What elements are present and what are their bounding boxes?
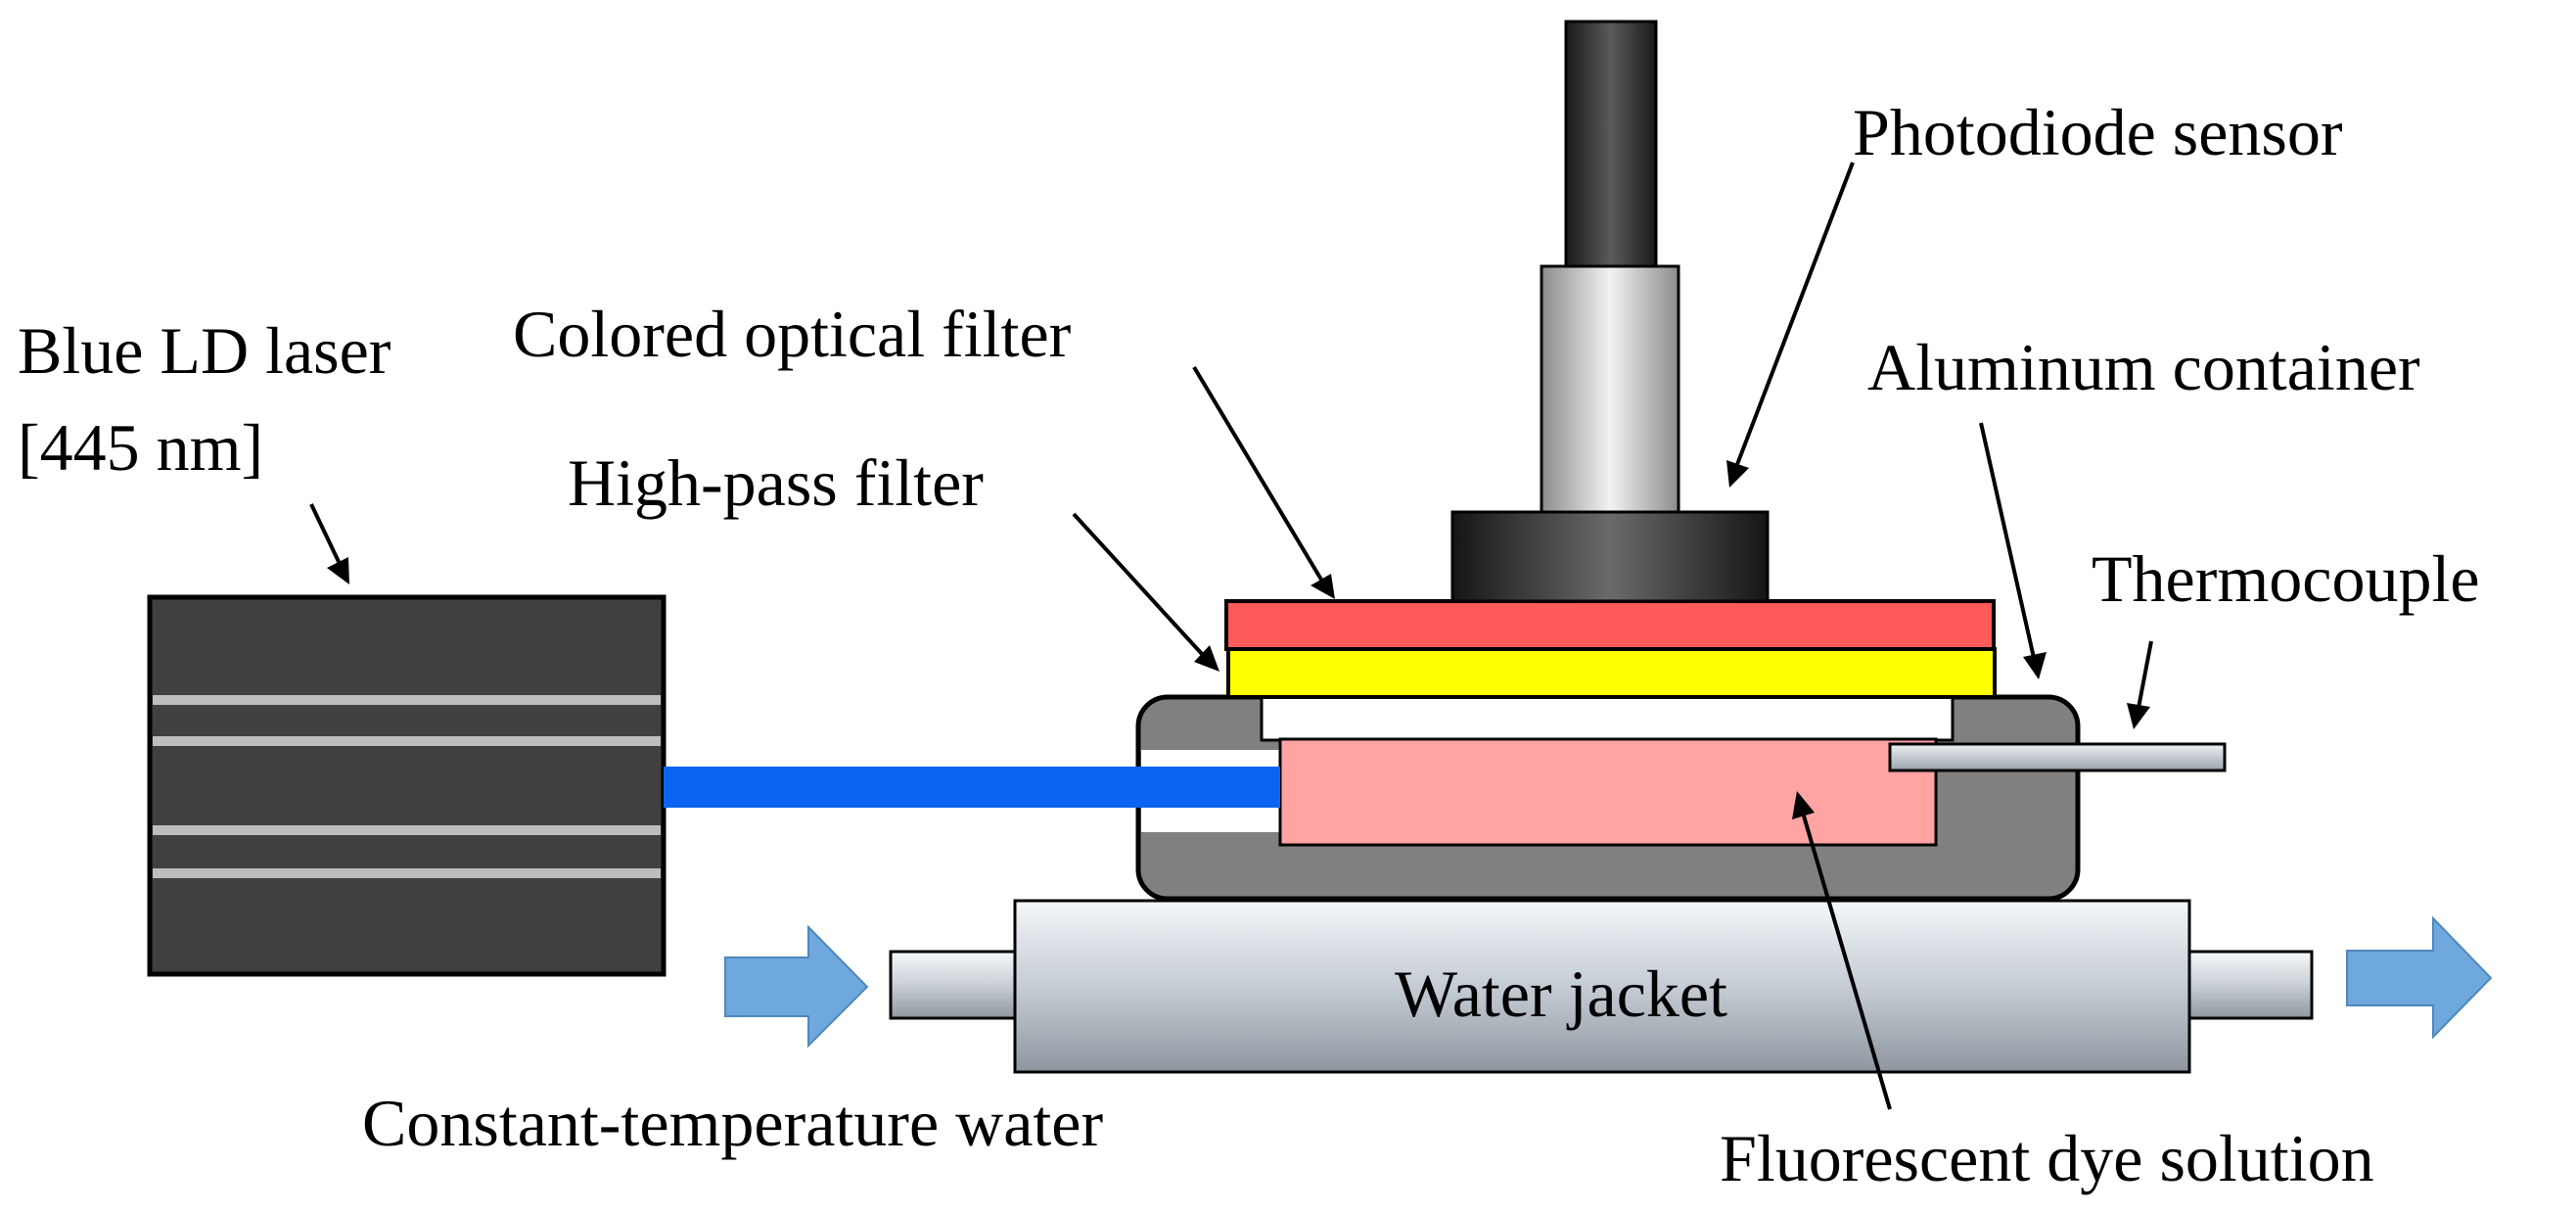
photodiode-sensor <box>1450 20 1770 603</box>
dye-solution-arrowhead <box>1792 791 1815 819</box>
laser-stripe <box>153 736 661 746</box>
container-inner-gap <box>1260 695 1955 742</box>
photodiode-sensor-label: Photodiode sensor <box>1853 95 2343 169</box>
thermocouple-leader <box>2137 640 2153 709</box>
high-pass-filter-label: High-pass filter <box>568 445 984 520</box>
colored-filter-leader <box>1192 365 1323 582</box>
laser-body <box>147 594 667 977</box>
photodiode-leader <box>1734 162 1855 468</box>
colored-optical-filter-label: Colored optical filter <box>513 297 1072 371</box>
inlet-pipe <box>889 950 1020 1020</box>
laser-label-line1: Blue LD laser <box>18 313 391 388</box>
laser-arrowhead <box>327 557 349 584</box>
laser-stripe <box>153 825 661 835</box>
water-jacket-label: Water jacket <box>1395 956 1727 1031</box>
fluorescent-dye-solution-label: Fluorescent dye solution <box>1720 1121 2374 1195</box>
sensor-base <box>1450 510 1770 603</box>
aluminum-container-arrowhead <box>2023 652 2047 679</box>
inlet-flow-arrow <box>724 924 869 1049</box>
laser-beam <box>664 767 1280 808</box>
laser-stripe <box>153 695 661 705</box>
sensor-mid-tube <box>1540 264 1680 514</box>
colored-optical-filter <box>1224 599 1996 651</box>
laser-unit <box>147 594 667 977</box>
dye-solution-leader <box>1801 812 1892 1110</box>
high-pass-filter <box>1226 647 1997 699</box>
high-pass-filter-leader <box>1072 512 1204 656</box>
outlet-pipe <box>2186 950 2314 1020</box>
outlet-flow-arrow <box>2346 915 2493 1040</box>
colored-filter-arrowhead <box>1311 574 1335 599</box>
laser-stripe <box>153 868 661 878</box>
laser-label-line2: [445 nm] <box>18 410 263 485</box>
constant-temperature-water-label: Constant-temperature water <box>362 1086 1103 1160</box>
fluorescent-dye-solution <box>1278 737 1938 847</box>
aluminum-container-leader <box>1979 422 2036 659</box>
thermocouple-arrowhead <box>2127 703 2150 729</box>
aluminum-container-label: Aluminum container <box>1867 330 2420 404</box>
thermocouple <box>1888 742 2227 772</box>
laser-leader <box>309 503 343 567</box>
high-pass-filter-arrowhead <box>1194 645 1219 672</box>
thermocouple-label: Thermocouple <box>2092 541 2480 616</box>
sensor-top-rod <box>1564 20 1658 268</box>
photodiode-arrowhead <box>1726 460 1749 488</box>
